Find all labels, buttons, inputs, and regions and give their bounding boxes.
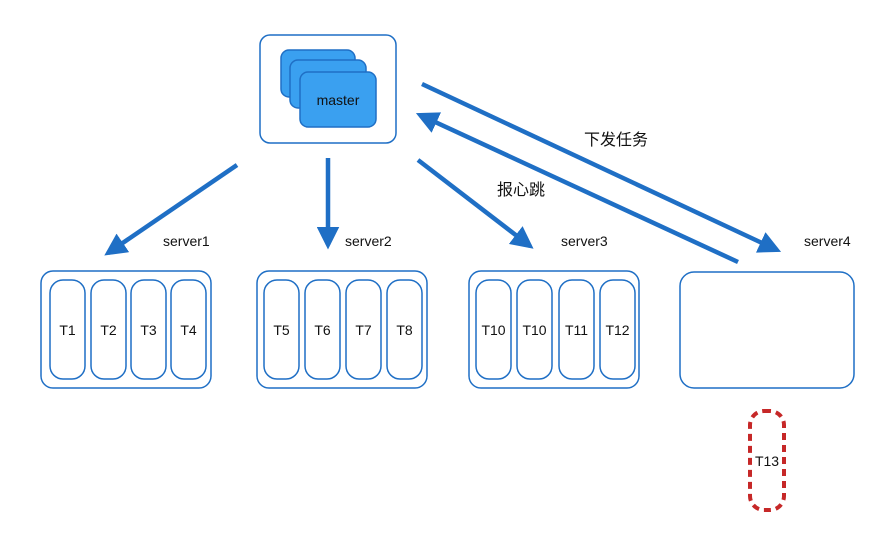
server4-node <box>679 271 855 389</box>
server4-label: server4 <box>804 233 851 249</box>
task-slot: T10 <box>516 279 553 380</box>
arrow-heartbeat-to-master <box>415 112 739 265</box>
task-label: T11 <box>565 322 588 338</box>
task-label: T5 <box>273 322 290 338</box>
master-stack-front <box>299 71 377 128</box>
pending-task-label: T13 <box>755 453 779 469</box>
server3-node: T10 T10 T11 T12 <box>468 270 640 389</box>
server1-label: server1 <box>163 233 210 249</box>
task-slot: T7 <box>345 279 382 380</box>
dispatch-label: 下发任务 <box>584 131 648 149</box>
task-slot: T4 <box>170 279 207 380</box>
pending-task-outline <box>748 409 786 512</box>
server3-label: server3 <box>561 233 608 249</box>
task-slot: T11 <box>558 279 595 380</box>
task-label: T1 <box>59 322 76 338</box>
arrow-master-to-server1 <box>104 163 239 256</box>
master-node: master <box>259 34 397 144</box>
task-slot: T2 <box>90 279 127 380</box>
task-slot: T12 <box>599 279 636 380</box>
task-label: T10 <box>481 322 505 338</box>
task-label: T7 <box>355 322 372 338</box>
server4-box <box>679 271 855 389</box>
task-label: T3 <box>140 322 157 338</box>
task-slot: T5 <box>263 279 300 380</box>
task-label: T6 <box>314 322 331 338</box>
edges <box>104 81 782 265</box>
server2-label: server2 <box>345 233 392 249</box>
task-label: T10 <box>522 322 546 338</box>
arrow-dispatch-to-server4 <box>421 81 782 253</box>
task-slot: T1 <box>49 279 86 380</box>
task-label: T12 <box>605 322 629 338</box>
task-label: T4 <box>180 322 197 338</box>
master-label: master <box>317 92 360 108</box>
heartbeat-label: 报心跳 <box>497 181 545 199</box>
server1-node: T1 T2 T3 T4 <box>40 270 212 389</box>
server2-node: T5 T6 T7 T8 <box>256 270 428 389</box>
task-label: T8 <box>396 322 413 338</box>
task-slot: T10 <box>475 279 512 380</box>
task-slot: T8 <box>386 279 423 380</box>
arrow-master-to-server3 <box>416 158 534 249</box>
task-slot: T3 <box>130 279 167 380</box>
task-label: T2 <box>100 322 117 338</box>
pending-task: T13 <box>748 409 786 512</box>
task-slot: T6 <box>304 279 341 380</box>
